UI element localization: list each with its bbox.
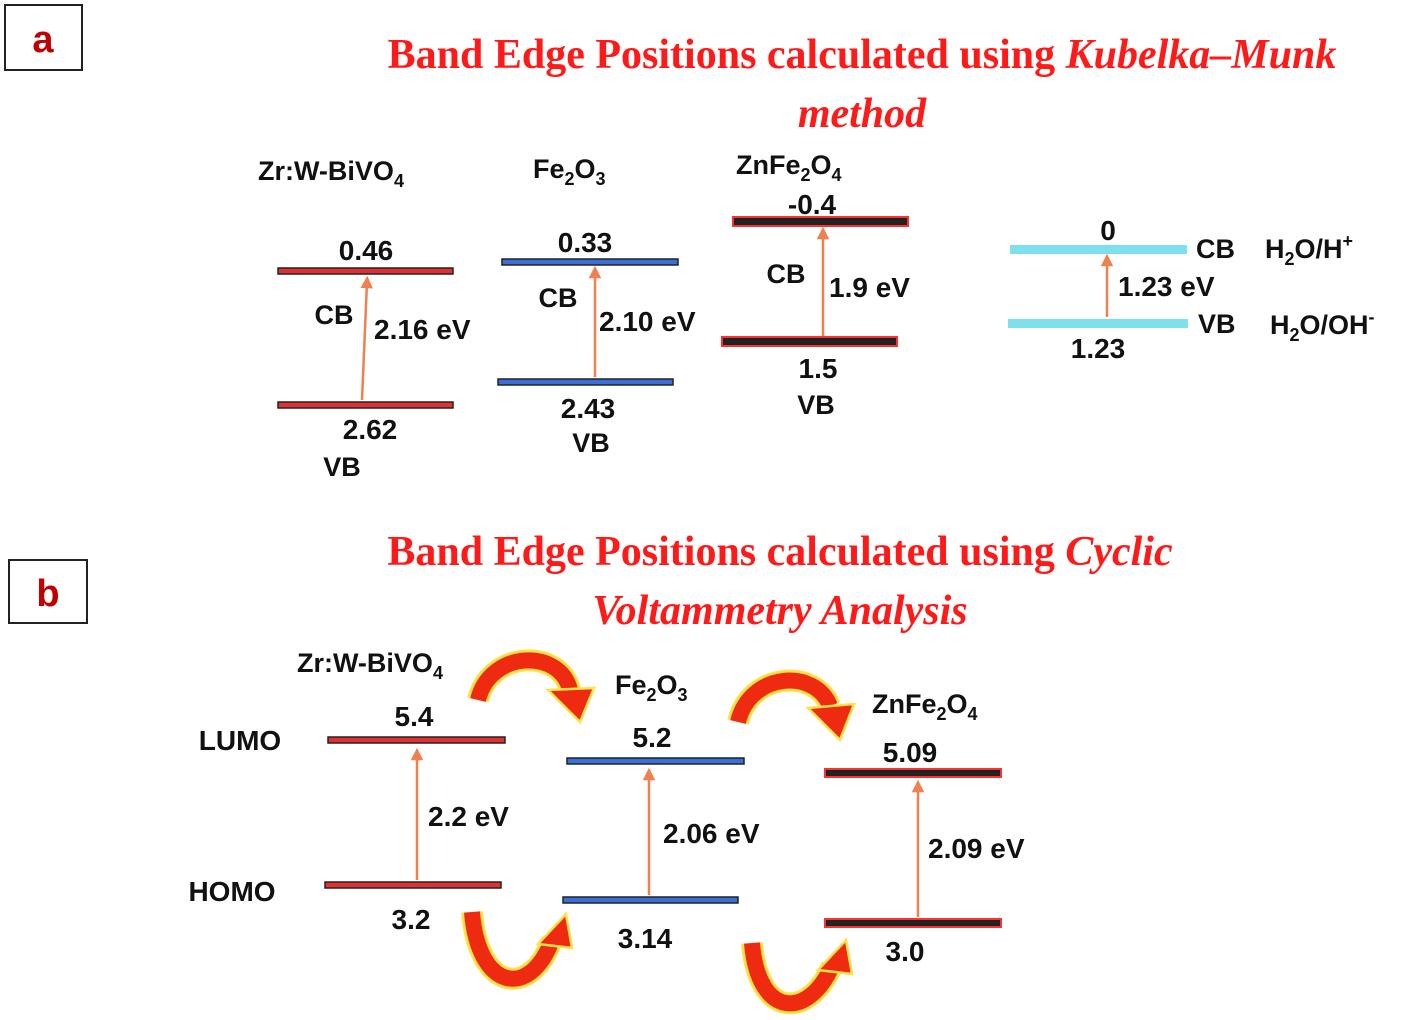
panel-a-letter: a	[32, 19, 54, 61]
gap-value: 1.9 eV	[829, 272, 910, 303]
cb-label: CB	[539, 283, 578, 313]
lumo-line	[824, 768, 1002, 778]
panel-b-fe2o3: Fe2O3 5.2 3.14 2.06 eV	[562, 670, 760, 954]
vb-label: VB	[1198, 309, 1236, 339]
gap-value: 2.10 eV	[599, 306, 696, 337]
homo-label: HOMO	[188, 876, 275, 907]
cb-label: CB	[315, 300, 354, 330]
vb-band-line	[277, 401, 454, 409]
vb-value: 2.62	[343, 414, 398, 445]
gap-value: 2.06 eV	[663, 818, 760, 849]
material-name: ZnFe2O4	[736, 150, 842, 185]
material-name: Fe2O3	[615, 670, 688, 705]
panel-a-znfe2o4: ZnFe2O4 -0.4 1.5 CB VB 1.9 eV	[721, 150, 910, 420]
homo-line	[562, 896, 739, 904]
panel-b-znfe2o4: ZnFe2O4 5.09 3.0 2.09 eV	[824, 689, 1025, 967]
cb-label: CB	[1196, 234, 1235, 264]
electron-transfer-arrow-1	[470, 652, 578, 703]
gap-value: 2.16 eV	[374, 314, 471, 345]
panel-a-title-line1: Band Edge Positions calculated using Kub…	[388, 32, 1337, 78]
panel-a-title-line2: method	[798, 91, 927, 137]
hole-transfer-arrowhead-1	[535, 911, 574, 950]
electron-transfer-arrowhead-2	[805, 702, 856, 743]
cb-value: 0	[1100, 215, 1116, 246]
vb-redox-couple: H2O/OH-	[1270, 307, 1375, 345]
electron-transfer-arrow-2	[730, 672, 838, 725]
panel-a-water-redox: 0 1.23 1.23 eV CB VB H2O/H+ H2O/OH-	[1008, 215, 1375, 364]
vb-band-line	[497, 378, 674, 386]
material-name: ZnFe2O4	[872, 689, 978, 724]
panel-a-zrw-bivo4: Zr:W-BiVO4 0.46 2.62 CB VB 2.16 eV	[258, 156, 471, 482]
panel-a-letter-box	[4, 4, 83, 71]
vb-value: 1.5	[799, 353, 838, 384]
homo-value: 3.2	[392, 904, 431, 935]
gap-value: 2.2 eV	[428, 801, 509, 832]
panel-b-letter-box	[8, 559, 88, 624]
material-name: Zr:W-BiVO4	[297, 648, 443, 683]
lumo-label: LUMO	[199, 725, 281, 756]
homo-value: 3.0	[886, 936, 925, 967]
vb-label: VB	[797, 390, 835, 420]
hole-transfer-arrow-1	[464, 911, 560, 987]
cb-redox-couple: H2O/H+	[1265, 231, 1353, 269]
cb-label: CB	[767, 259, 806, 289]
gap-arrow	[360, 275, 373, 401]
lumo-line	[327, 736, 506, 744]
hole-transfer-arrowhead-2	[815, 937, 854, 976]
gap-value: 1.23 eV	[1118, 271, 1215, 302]
cb-value: 0.33	[558, 227, 613, 258]
gap-value: 2.09 eV	[928, 833, 1025, 864]
electron-transfer-arrowhead-1	[545, 686, 596, 725]
hole-transfer-arrow-2	[744, 942, 840, 1012]
cb-band-line	[277, 267, 454, 275]
lumo-value: 5.2	[633, 722, 672, 753]
lumo-value: 5.09	[883, 737, 938, 768]
panel-b-title-line1: Band Edge Positions calculated using Cyc…	[387, 529, 1173, 575]
homo-line	[324, 881, 502, 889]
material-name: Zr:W-BiVO4	[258, 156, 404, 191]
homo-line	[824, 918, 1002, 928]
cb-value: -0.4	[788, 189, 837, 220]
cb-value: 0.46	[339, 235, 394, 266]
vb-value: 2.43	[561, 393, 616, 424]
vb-label: VB	[323, 452, 361, 482]
panel-b-letter: b	[36, 573, 59, 615]
lumo-value: 5.4	[395, 701, 434, 732]
cb-band-line	[501, 258, 679, 266]
vb-value: 1.23	[1071, 333, 1126, 364]
cb-band-line	[1010, 245, 1187, 254]
panel-a-fe2o3: Fe2O3 0.33 2.43 CB VB 2.10 eV	[497, 154, 696, 458]
panel-b-zrw-bivo4: Zr:W-BiVO4 5.4 3.2 2.2 eV	[297, 648, 509, 935]
homo-value: 3.14	[618, 923, 673, 954]
cb-band-line	[732, 216, 909, 227]
material-name: Fe2O3	[533, 154, 606, 189]
panel-b-title-line2: Voltammetry Analysis	[592, 588, 967, 634]
lumo-line	[566, 757, 745, 765]
vb-label: VB	[572, 428, 610, 458]
vb-band-line	[721, 336, 898, 347]
vb-band-line	[1008, 319, 1188, 328]
